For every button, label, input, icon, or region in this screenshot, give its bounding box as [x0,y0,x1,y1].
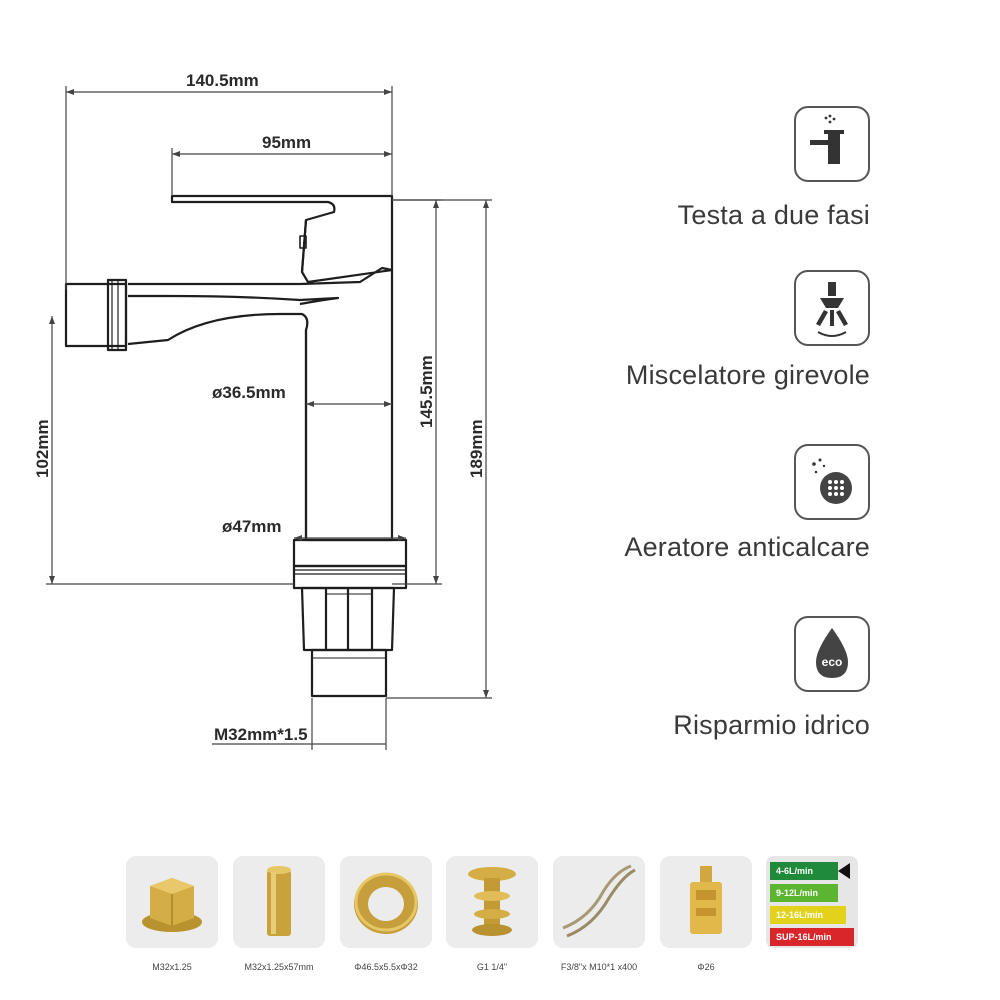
flow-rate-indicator-icon [838,863,850,879]
handle-lever [170,194,394,284]
technical-drawing: 140.5mm 95mm ø36.5mm ø47mm 102mm 145.5mm… [33,71,492,750]
accessory-label: M32x1.25x57mm [244,962,314,972]
dim-thread: M32mm*1.5 [214,725,308,744]
dim-body-height: 145.5mm [417,355,436,428]
pop-up-drain-icon [446,856,538,948]
flow-rate-row: 12-16L/min [770,906,846,924]
eco-drop-icon: eco [794,616,870,692]
dim-body-diameter: ø36.5mm [212,383,286,402]
threaded-tube-icon [233,856,325,948]
outlet-nozzle [64,282,128,348]
thread-stem [310,648,388,698]
flow-rate-row: 4-6L/min [770,862,838,880]
feature-label: Risparmio idrico [673,710,870,740]
dim-spout-height: 102mm [33,419,52,478]
ring-washer-icon [340,856,432,948]
spout [128,266,394,286]
svg-text:eco: eco [822,655,843,669]
accessory-label: G1 1/4" [476,962,508,972]
hex-nut [300,586,396,652]
feature-label: Aeratore anticalcare [624,532,870,562]
dim-base-diameter: ø47mm [222,517,282,536]
dim-total-height: 189mm [467,419,486,478]
dim-overall-width: 140.5mm [186,71,259,90]
accessory-label: Φ46.5x5.5xΦ32 [354,962,418,972]
body [304,284,394,542]
swivel-spray-icon [794,270,870,346]
flexible-hoses-icon [553,856,645,948]
aerator-icon [794,444,870,520]
hex-nut-icon [126,856,218,948]
dim-handle-width: 95mm [262,133,311,152]
faucet-spray-icon [794,106,870,182]
cartridge-icon [660,856,752,948]
accessory-label: M32x1.25 [152,962,192,972]
base-ring [292,538,408,568]
accessory-label: F3/8"x M10*1 x400 [560,962,638,972]
feature-label: Miscelatore girevole [625,360,870,390]
flow-rate-chart: 4-6L/min 9-12L/min 12-16L/min SUP-16L/mi… [766,856,858,948]
feature-label: Testa a due fasi [677,200,870,230]
flow-rate-row: 9-12L/min [770,884,838,902]
accessory-label: Φ26 [697,962,715,972]
flow-rate-row: SUP-16L/min [770,928,854,946]
